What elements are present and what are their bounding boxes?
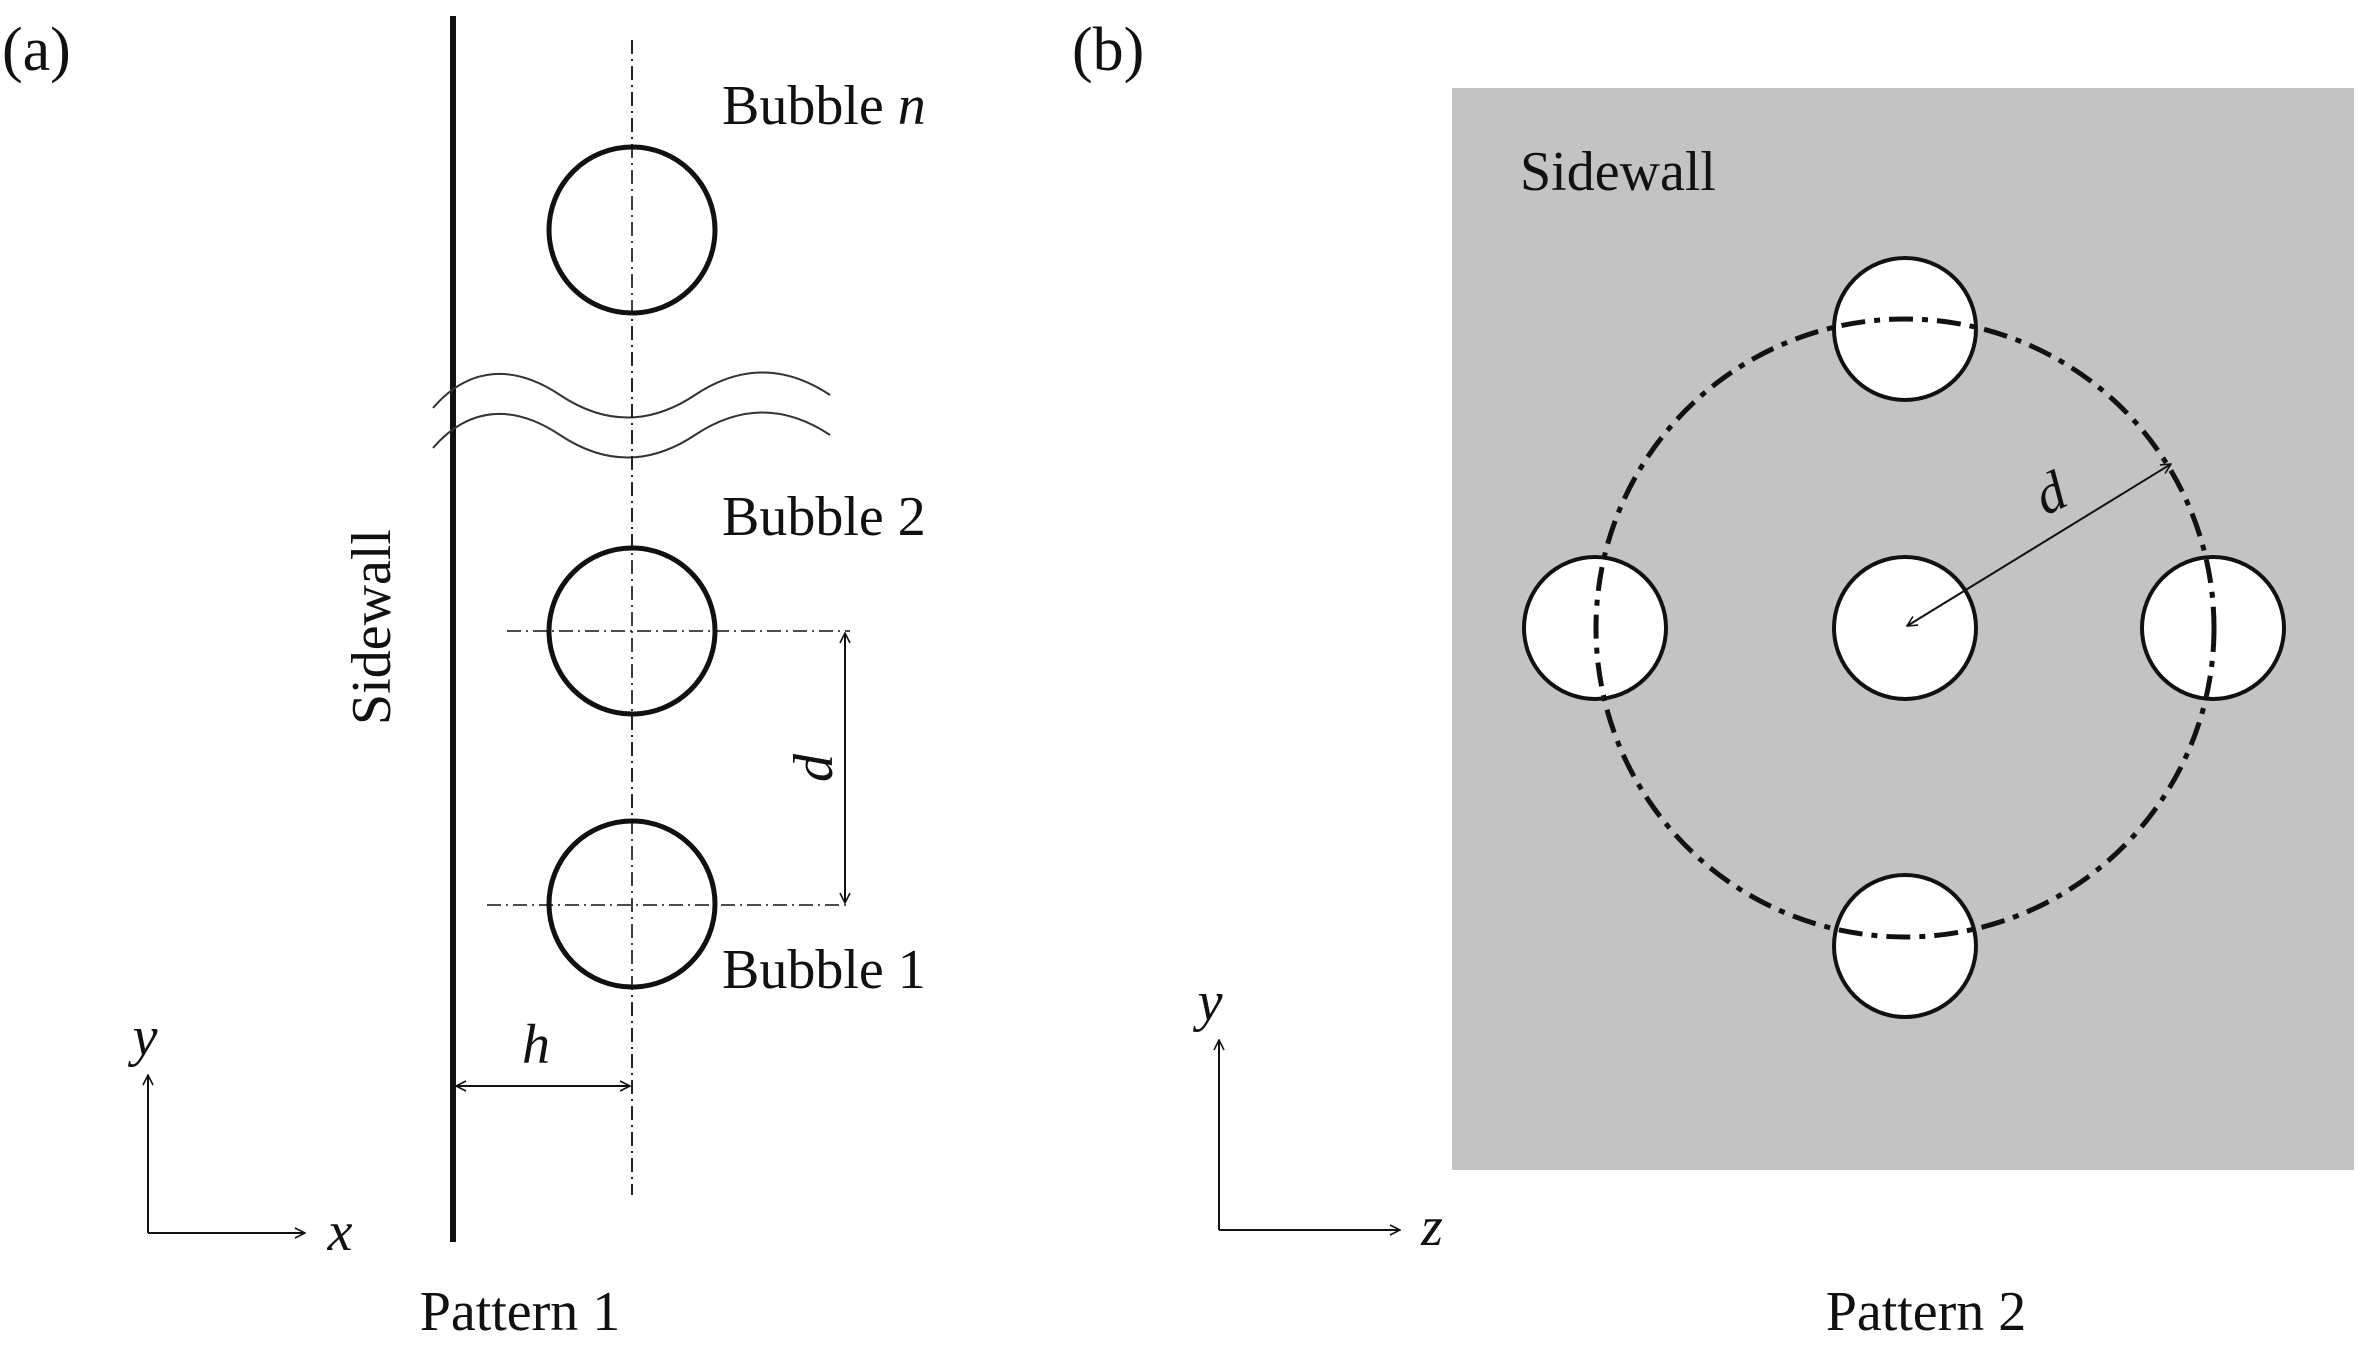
- axis-x-label-a: x: [327, 1201, 353, 1263]
- panel-a-label: (a): [2, 16, 71, 84]
- bubble-2-label: Bubble 2: [722, 486, 926, 548]
- bubble-n-label: Bubble n: [722, 75, 926, 137]
- axis-y-label-a: y: [128, 1006, 158, 1068]
- caption-pattern-1: Pattern 1: [420, 1281, 621, 1343]
- panel-a: (a) Sidewall d h Bubble n Bubble 2 Bubbl…: [2, 16, 926, 1343]
- bubble-1-label: Bubble 1: [722, 939, 926, 1001]
- bubble-bottom: [1832, 873, 1978, 1019]
- break-line-lower: [432, 411, 831, 459]
- panel-b: (b) Sidewall d y z Pattern 2: [1072, 16, 2354, 1343]
- sidewall-label-b: Sidewall: [1520, 141, 1716, 203]
- distance-d-label-a: d: [783, 753, 845, 782]
- axis-z-label: z: [1420, 1196, 1443, 1258]
- caption-pattern-2: Pattern 2: [1826, 1281, 2027, 1343]
- radius-d-arrow: [1907, 464, 2171, 626]
- bubble-center: [1832, 555, 1978, 701]
- sidewall-label-a: Sidewall: [341, 529, 403, 725]
- break-line-upper: [432, 371, 831, 419]
- axis-y-label-b: y: [1193, 971, 1223, 1033]
- offset-h-label: h: [522, 1014, 550, 1076]
- axes-yz: y z: [1193, 971, 1444, 1258]
- arrangement-circle: [1593, 316, 2217, 940]
- panel-b-label: (b): [1072, 16, 1144, 84]
- axes-xy: y x: [128, 1006, 353, 1263]
- bubble-top: [1832, 256, 1978, 402]
